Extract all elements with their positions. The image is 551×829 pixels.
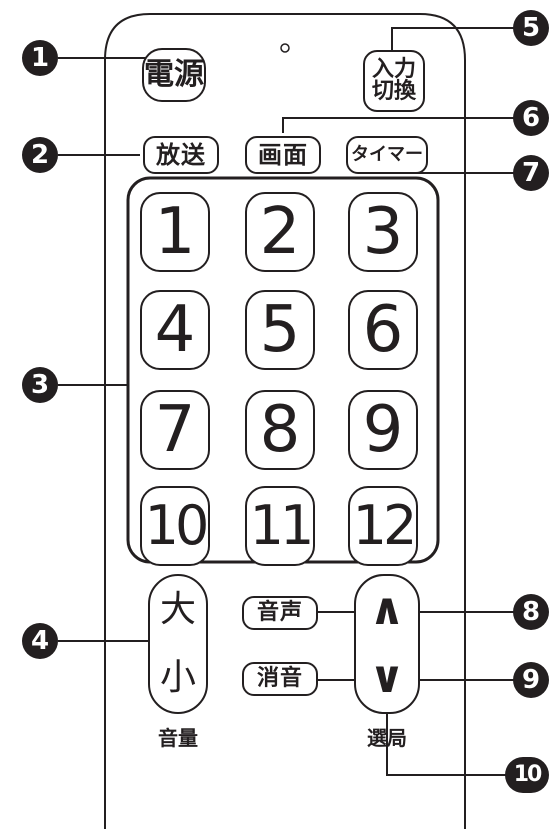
callout-3: 3 — [22, 367, 58, 403]
callout-5: 5 — [513, 10, 549, 46]
channel-up-button[interactable]: ∧ — [369, 584, 405, 635]
volume-up-button[interactable]: 大 — [159, 589, 196, 630]
number-key-4[interactable]: 4 — [140, 290, 210, 370]
channel-down-button[interactable]: ∨ — [369, 652, 405, 703]
volume-rocker: 大 小 — [148, 574, 208, 714]
mute-button[interactable]: 消音 — [242, 662, 318, 696]
number-key-11[interactable]: 11 — [245, 486, 315, 566]
number-key-12[interactable]: 12 — [348, 486, 418, 566]
number-key-9[interactable]: 9 — [348, 390, 418, 470]
callout-6: 6 — [513, 100, 549, 136]
callout-10: 10 — [505, 757, 549, 793]
input-label-top: 入力 — [371, 57, 416, 82]
callout-2: 2 — [22, 137, 58, 173]
number-key-5[interactable]: 5 — [245, 290, 315, 370]
number-key-8[interactable]: 8 — [245, 390, 315, 470]
channel-rocker: ∧ ∨ — [354, 574, 420, 714]
timer-button[interactable]: タイマー — [346, 136, 428, 174]
ir-window — [280, 43, 290, 53]
audio-button[interactable]: 音声 — [242, 596, 318, 630]
callout-4: 4 — [22, 623, 58, 659]
callout-8: 8 — [513, 594, 549, 630]
broadcast-button[interactable]: 放送 — [143, 136, 219, 174]
volume-caption: 音量 — [158, 726, 198, 750]
input-switch-button[interactable]: 入力 切換 — [363, 50, 425, 112]
callout-1: 1 — [22, 40, 58, 76]
input-label-bottom: 切換 — [371, 79, 416, 104]
callout-7: 7 — [513, 155, 549, 191]
number-key-1[interactable]: 1 — [140, 192, 210, 272]
channel-caption: 選局 — [367, 726, 407, 750]
number-key-3[interactable]: 3 — [348, 192, 418, 272]
power-button[interactable]: 電源 — [142, 48, 206, 102]
callout-9: 9 — [513, 662, 549, 698]
number-key-7[interactable]: 7 — [140, 390, 210, 470]
volume-down-button[interactable]: 小 — [159, 657, 196, 698]
number-key-10[interactable]: 10 — [140, 486, 210, 566]
number-key-6[interactable]: 6 — [348, 290, 418, 370]
screen-button[interactable]: 画面 — [245, 136, 321, 174]
number-key-2[interactable]: 2 — [245, 192, 315, 272]
